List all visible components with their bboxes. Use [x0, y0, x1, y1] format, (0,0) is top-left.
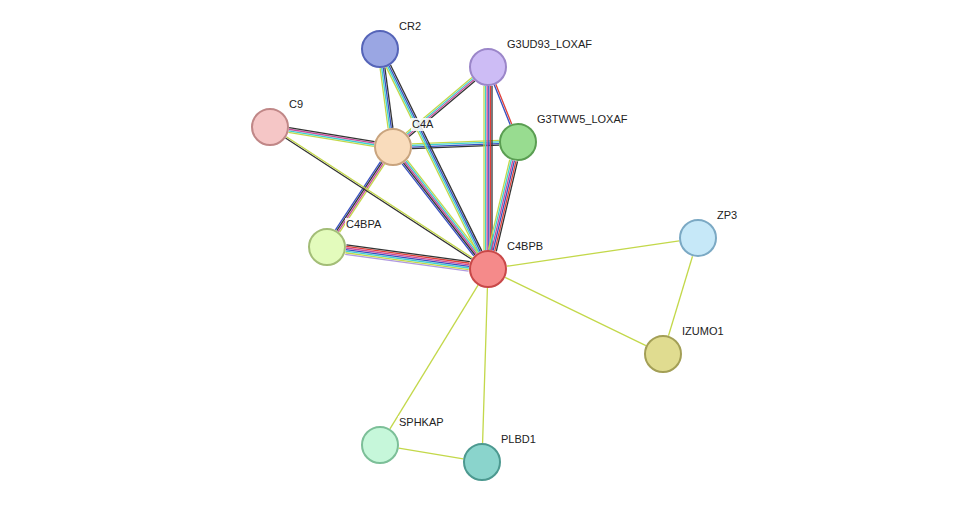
edge-strand — [496, 84, 512, 124]
edge-strand — [403, 163, 475, 255]
interaction-edge — [345, 245, 470, 271]
node-label: CR2 — [398, 20, 422, 33]
protein-node: PLBD1 — [463, 443, 501, 481]
edge-strand — [383, 68, 391, 128]
edge-strand — [483, 288, 488, 443]
edge-strand — [407, 79, 473, 135]
protein-node: C4A — [374, 128, 412, 166]
protein-node: IZUMO1 — [644, 335, 682, 373]
edge-strand — [490, 160, 511, 250]
protein-node: C4BPB — [469, 250, 507, 288]
edge-strand — [409, 81, 475, 137]
edge-strand — [346, 245, 469, 262]
edge-strand — [505, 277, 646, 345]
protein-node: ZP3 — [679, 219, 717, 257]
edge-strand — [487, 86, 488, 250]
edge-strand — [488, 160, 509, 250]
edge-strand — [402, 164, 474, 256]
interaction-edge — [484, 86, 492, 250]
node-label: C4BPA — [345, 218, 382, 231]
edge-strand — [390, 285, 478, 429]
edge-strand — [496, 161, 517, 251]
protein-node: G3UD93_LOXAF — [469, 48, 507, 86]
protein-node: C9 — [251, 108, 289, 146]
edge-strand — [346, 248, 469, 265]
edge-strand — [385, 68, 393, 128]
interaction-edge — [399, 448, 464, 459]
edge-strand — [668, 256, 692, 336]
edge-strand — [490, 86, 491, 250]
edge-strand — [492, 160, 513, 250]
interaction-edge — [288, 128, 374, 147]
edge-strand — [346, 250, 469, 267]
protein-node: G3TWW5_LOXAF — [499, 123, 537, 161]
edge-strand — [405, 162, 477, 254]
edge-strand — [485, 86, 486, 250]
protein-node: SPHKAP — [361, 426, 399, 464]
interaction-edge — [494, 84, 511, 124]
edge-strand — [399, 448, 464, 459]
edge-strand — [408, 80, 474, 136]
protein-node: CR2 — [361, 30, 399, 68]
edge-strand — [289, 131, 374, 145]
node-label: SPHKAP — [398, 416, 445, 429]
node-label: C9 — [288, 98, 304, 111]
interaction-edge — [505, 277, 646, 345]
interaction-edge — [390, 285, 478, 429]
edge-strand — [346, 246, 469, 263]
edge-strand — [483, 86, 484, 250]
interaction-edge — [668, 256, 692, 336]
protein-node: C4BPA — [308, 228, 346, 266]
interaction-edge — [406, 77, 475, 136]
edge-strand — [289, 128, 374, 142]
node-label: G3TWW5_LOXAF — [536, 113, 628, 126]
edge-strand — [494, 85, 510, 125]
node-label: IZUMO1 — [681, 325, 725, 338]
node-label: ZP3 — [716, 209, 738, 222]
interaction-edge — [507, 241, 679, 266]
node-label: G3UD93_LOXAF — [506, 38, 593, 51]
edge-strand — [507, 241, 679, 266]
edge-strand — [289, 129, 374, 143]
node-label: C4BPB — [506, 240, 544, 253]
edge-strand — [488, 86, 489, 250]
edge-strand — [491, 86, 492, 250]
node-label: PLBD1 — [500, 433, 537, 446]
edge-strand — [495, 161, 516, 251]
edge-strand — [406, 77, 472, 133]
interaction-edge — [488, 160, 517, 252]
interaction-edge — [483, 288, 488, 443]
edge-strand — [493, 161, 514, 251]
node-label: C4A — [411, 118, 434, 131]
